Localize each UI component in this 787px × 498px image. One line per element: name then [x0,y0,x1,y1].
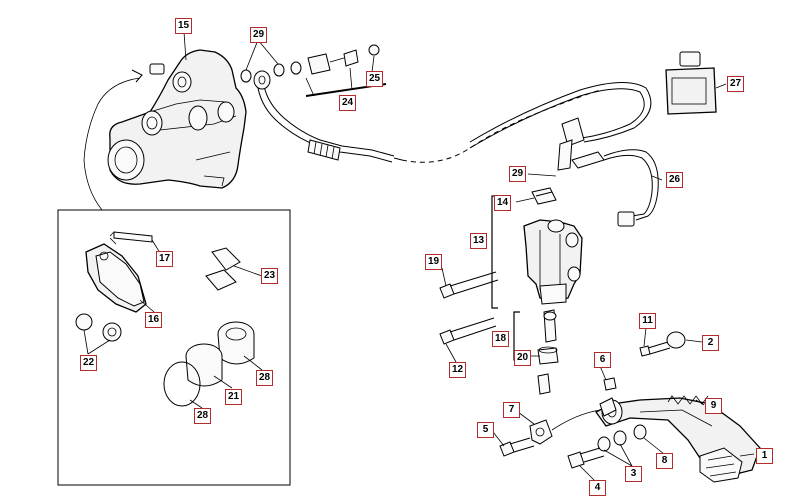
callout-9: 9 [705,398,722,414]
callout-22: 22 [80,355,97,371]
inset-pads-pistons [57,209,291,486]
callout-18: 18 [492,331,509,347]
callout-29b: 29 [509,166,526,182]
callout-19: 19 [425,254,442,270]
callout-27: 27 [727,76,744,92]
brake-fluid-bottle [665,51,717,115]
callout-7: 7 [503,402,520,418]
callout-6: 6 [594,352,611,368]
callout-12: 12 [449,362,466,378]
callout-28a: 28 [256,370,273,386]
callout-1: 1 [756,448,773,464]
callout-17: 17 [156,251,173,267]
master-cylinder [439,187,583,365]
callout-2: 2 [702,335,719,351]
callout-28b: 28 [194,408,211,424]
callout-21: 21 [225,389,242,405]
callout-20: 20 [514,350,531,366]
brake-caliper [83,49,247,211]
callout-11: 11 [639,313,656,329]
callout-13: 13 [470,233,487,249]
callout-26: 26 [666,172,683,188]
callout-24: 24 [339,95,356,111]
brake-line-loop [469,81,652,171]
callout-15: 15 [175,18,192,34]
brake-hose-upper [240,44,601,163]
callout-25: 25 [366,71,383,87]
callout-3: 3 [625,466,642,482]
callout-29a: 29 [250,27,267,43]
callout-23: 23 [261,268,278,284]
brake-light-switch [571,149,659,227]
callout-4: 4 [589,480,606,496]
callout-8: 8 [656,453,673,469]
callout-5: 5 [477,422,494,438]
callout-16: 16 [145,312,162,328]
callout-14: 14 [494,195,511,211]
brake-pedal-assembly [499,331,761,483]
